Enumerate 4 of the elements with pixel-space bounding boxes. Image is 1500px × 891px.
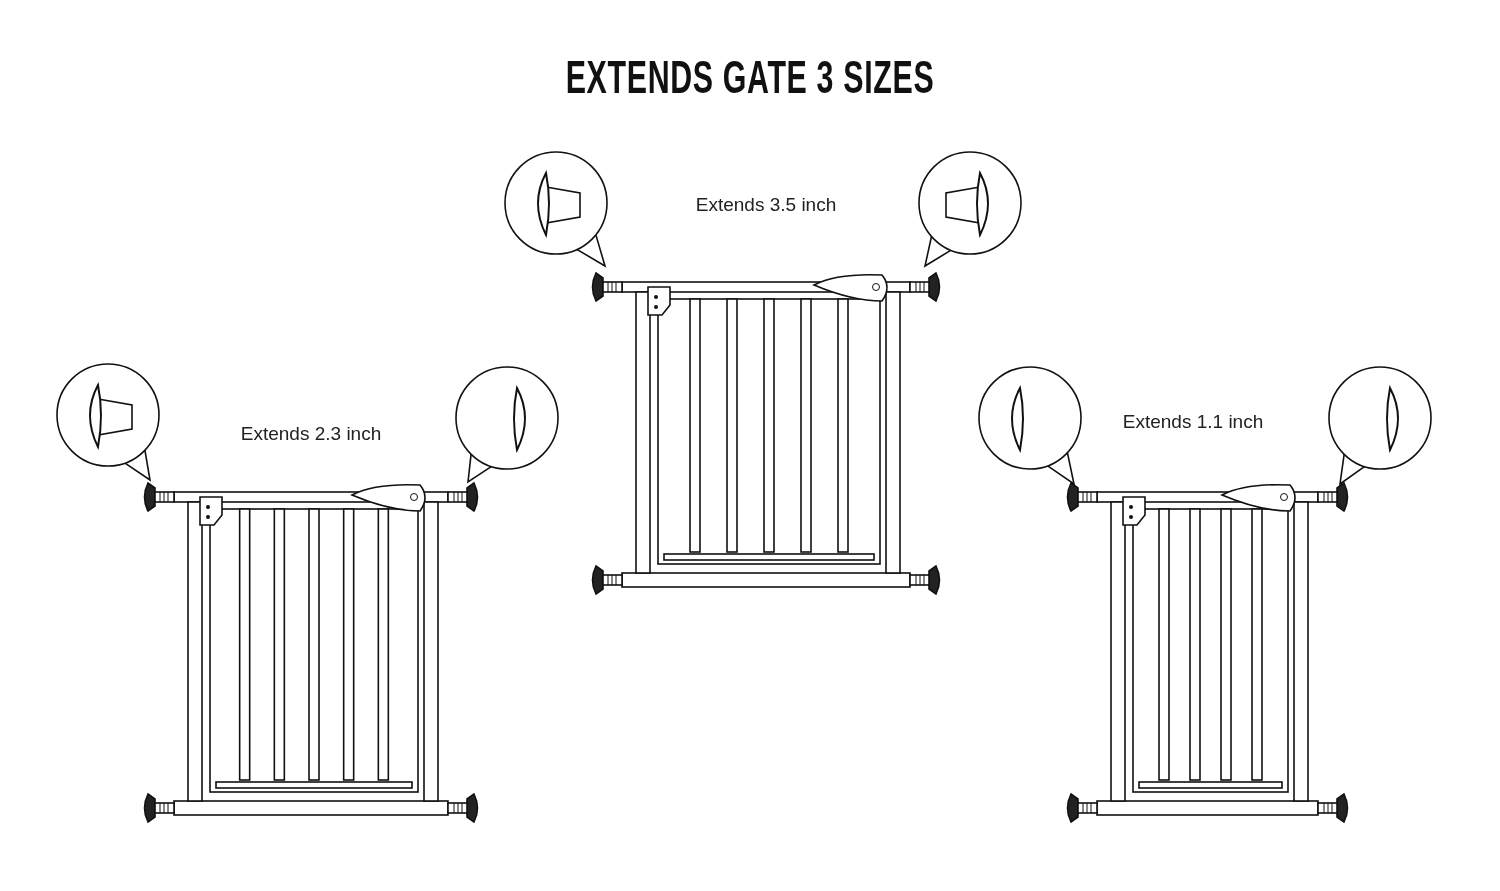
title: EXTENDS GATE 3 SIZES — [564, 52, 936, 103]
extension-label: Extends 1.1 inch — [1122, 411, 1264, 433]
extension-label: Extends 2.3 inch — [240, 423, 382, 445]
extension-label: Extends 3.5 inch — [695, 194, 837, 216]
